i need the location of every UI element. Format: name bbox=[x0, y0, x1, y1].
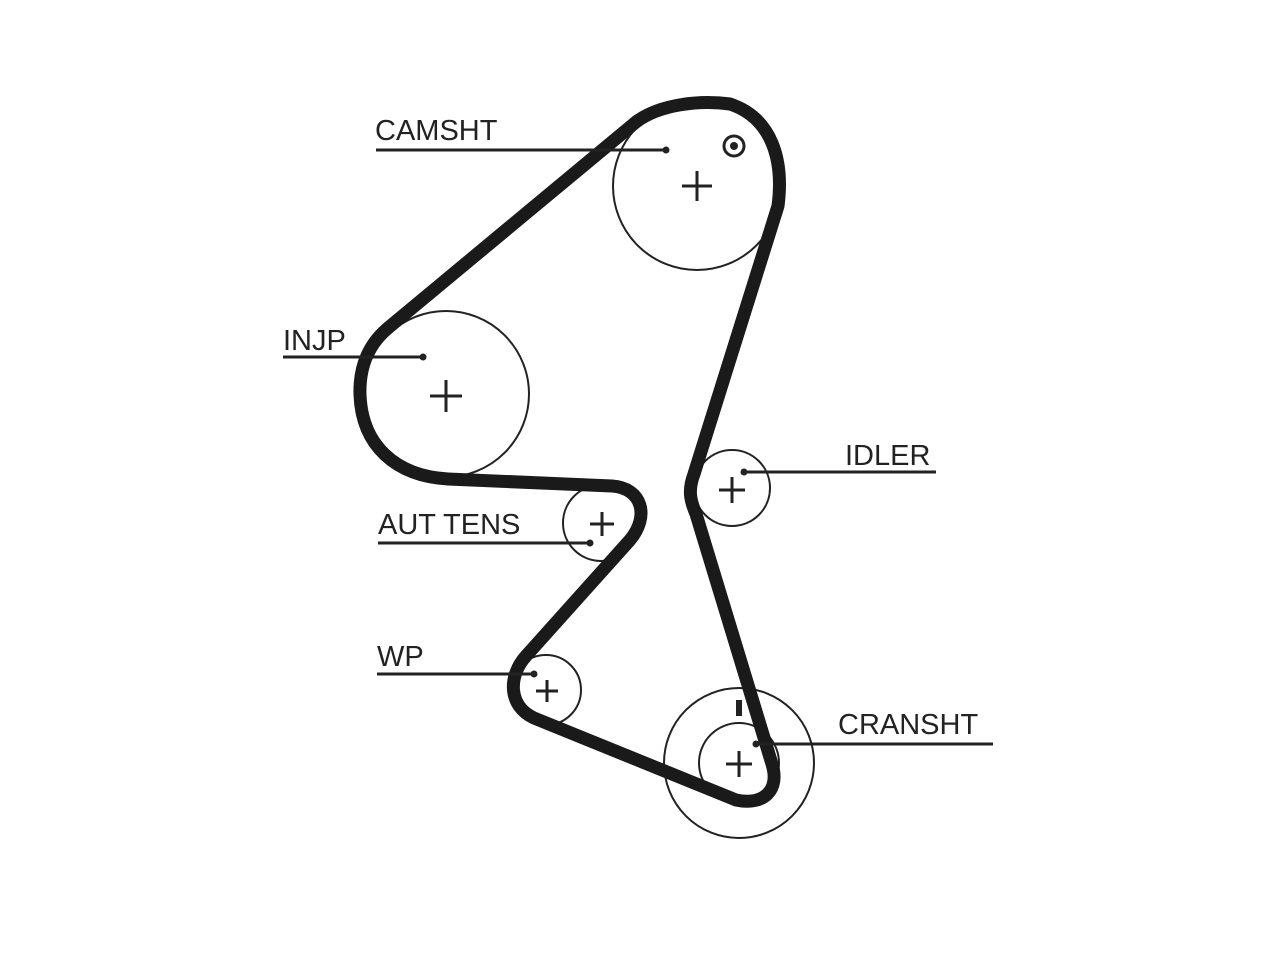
injection-pump-label: INJP bbox=[283, 325, 346, 357]
timing-mark-icon bbox=[722, 134, 746, 158]
timing-belt bbox=[353, 96, 786, 808]
camshaft-label: CAMSHT bbox=[375, 115, 498, 147]
water-pump-label: WP bbox=[377, 641, 424, 673]
camshaft-leader bbox=[376, 146, 670, 154]
idler-leader bbox=[740, 468, 936, 476]
injection-pump-leader bbox=[283, 353, 427, 361]
idler-label: IDLER bbox=[845, 440, 930, 472]
crankshaft-label: CRANSHT bbox=[838, 709, 978, 741]
crank-timing-mark-icon bbox=[736, 700, 742, 716]
auto-tensioner-leader bbox=[378, 539, 594, 547]
idler-pulley bbox=[693, 449, 771, 527]
auto-tensioner-label: AUT TENS bbox=[378, 509, 520, 541]
water-pump-leader bbox=[377, 670, 538, 678]
crankshaft-leader bbox=[752, 740, 993, 748]
crankshaft-pulley bbox=[663, 687, 815, 839]
